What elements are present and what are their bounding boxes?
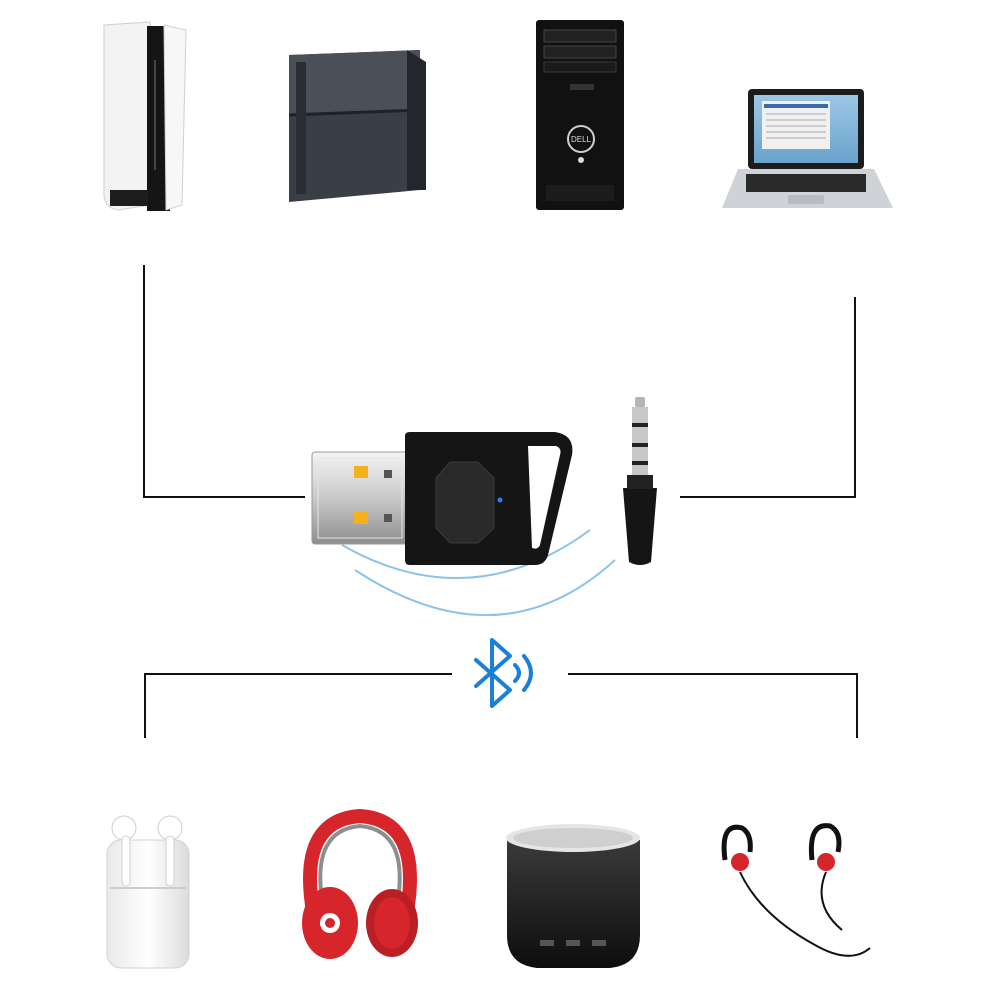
bluetooth-icon [474,638,512,708]
connector-right-lower [568,673,858,738]
red-headphones-icon [302,808,418,959]
signal-arc-outer [354,559,616,616]
laptop-icon [722,89,893,208]
connector-left-lower [144,673,452,738]
connector-left-upper [143,265,305,498]
signal-arc-inner [341,529,591,580]
connector-lines [143,265,858,738]
desktop-tower-pc-icon: DELL [536,20,624,210]
connector-right-upper [680,297,856,498]
usb-dongle-icon [311,432,573,565]
signal-arcs [341,529,616,616]
sport-earphones-icon [721,823,871,957]
game-console-white-icon [103,21,187,211]
portable-speaker-icon [506,824,640,968]
bluetooth-signal-waves [513,654,533,692]
game-console-black-icon [288,50,426,202]
earbuds-case-icon [106,815,190,969]
svg-text:DELL: DELL [571,135,592,144]
audio-jack-mic-icon [623,397,657,565]
